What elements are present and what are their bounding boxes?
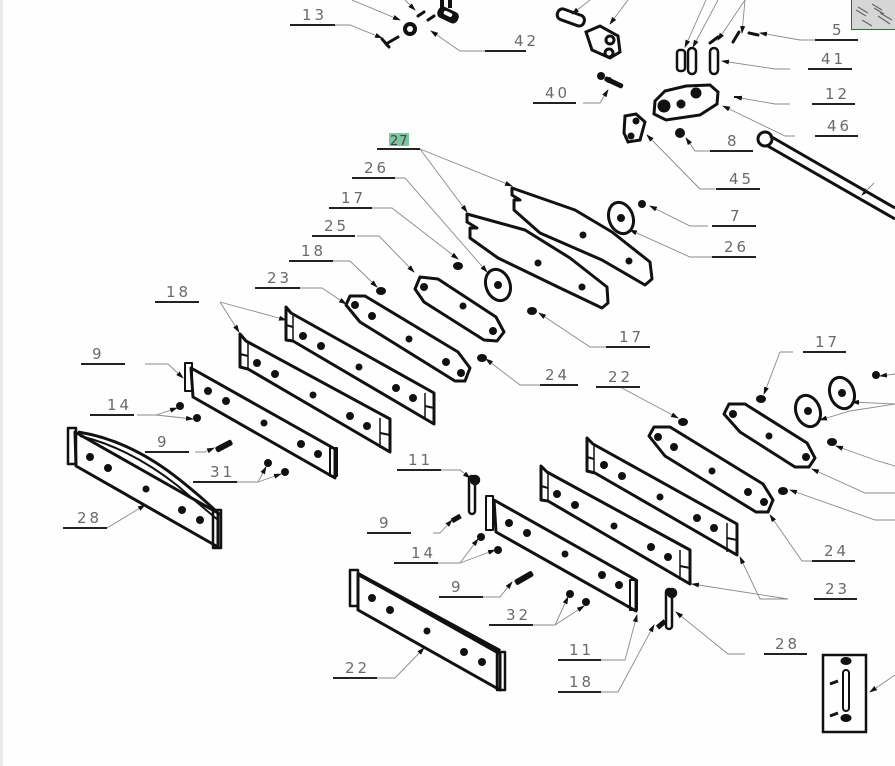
part-clevis-42 [437, 0, 459, 24]
overview-thumbnail[interactable] [851, 0, 895, 30]
callout-17[interactable]: 17 [341, 189, 366, 207]
part-plate-25 [413, 275, 506, 343]
part-disc-26b [606, 200, 636, 236]
part-bar-22-center [485, 495, 638, 613]
callout-17[interactable]: 17 [815, 333, 840, 351]
callout-9[interactable]: 14 [107, 396, 132, 414]
part-plate-24-left [344, 294, 472, 383]
part-nut-18-a [376, 287, 386, 295]
part-bar-23-left-back [284, 305, 436, 426]
diagram-canvas: 13 42 40 5 41 12 46 8 45 27 26 7 26 17 2… [3, 0, 895, 766]
viewer-left-edge [0, 0, 3, 766]
callout-7[interactable]: 7 [730, 207, 743, 225]
callout-27[interactable]: 27 [390, 134, 409, 149]
callout-18[interactable]: 22 [608, 368, 633, 386]
callout-26[interactable]: 26 [724, 238, 749, 256]
callout-25[interactable]: 25 [324, 217, 349, 235]
part-bolt-11-left [450, 513, 462, 524]
callout-22[interactable]: 9 [92, 345, 105, 363]
part-nut-17-mid [527, 307, 537, 315]
part-nut-8 [675, 128, 685, 138]
part-pivot-plate-46 [652, 83, 742, 122]
part-plate-24-right [647, 425, 775, 514]
callout-labels: 13 42 40 5 41 12 46 8 45 27 26 7 26 17 2… [77, 6, 852, 691]
callout-32[interactable]: 22 [345, 659, 370, 677]
callout-40[interactable]: 40 [545, 84, 570, 102]
callout-23[interactable]: 23 [825, 580, 850, 598]
callout-12[interactable]: 12 [825, 85, 850, 103]
part-bar-23-right-front [539, 464, 692, 586]
callout-13[interactable]: 13 [302, 6, 327, 24]
part-bolt-11-right [655, 619, 667, 630]
callout-17[interactable]: 17 [619, 328, 644, 346]
callout-14[interactable]: 9 [157, 433, 170, 451]
part-washer [403, 22, 417, 36]
part-pin-28-right [664, 587, 678, 631]
callout-22[interactable]: 11 [569, 641, 594, 659]
part-bar-23-left-front [238, 332, 392, 454]
part-pin-small [416, 10, 436, 22]
part-bolt-14-center [514, 571, 534, 585]
part-pin-28-left [467, 474, 481, 516]
callout-23[interactable]: 18 [166, 283, 191, 301]
callout-28[interactable]: 11 [408, 451, 433, 469]
callout-5[interactable]: 5 [832, 21, 845, 39]
part-nut-18-b [477, 354, 487, 362]
part-nut-17-upper [453, 262, 463, 270]
callout-41[interactable]: 41 [821, 50, 846, 68]
callout-24[interactable]: 24 [824, 542, 849, 560]
part-nuts-9-center [477, 533, 590, 606]
callout-45[interactable]: 45 [729, 170, 754, 188]
callout-9[interactable]: 32 [506, 606, 531, 624]
callout-8[interactable]: 8 [727, 132, 740, 150]
part-disc-26d [827, 375, 857, 411]
callout-31[interactable]: 28 [77, 509, 102, 527]
detail-inset [821, 653, 868, 734]
part-fitting-40 [597, 72, 624, 89]
part-bushing [675, 46, 720, 76]
part-bar-22-left [184, 362, 338, 480]
part-bracket-45 [622, 112, 647, 144]
exploded-parts-diagram: 13 42 40 5 41 12 46 8 45 27 26 7 26 17 2… [63, 0, 895, 734]
callout-42[interactable]: 42 [514, 32, 539, 50]
callout-11[interactable]: 18 [569, 673, 594, 691]
part-plate-25-right [722, 402, 817, 469]
thumbnail-preview-icon [855, 3, 893, 27]
callout-18[interactable]: 18 [301, 242, 326, 260]
part-bar-32 [348, 568, 507, 692]
part-nuts-9-left [176, 402, 289, 476]
callout-24[interactable]: 23 [267, 269, 292, 287]
part-bolt-14-left [215, 439, 233, 453]
leader-lines [106, 0, 895, 693]
callout-9[interactable]: 14 [411, 544, 436, 562]
part-yoke [584, 24, 622, 60]
callout-underlines [63, 24, 858, 693]
part-disc-26c [793, 393, 823, 429]
callout-46[interactable]: 46 [827, 117, 852, 135]
callout-14[interactable]: 9 [451, 578, 464, 596]
part-disc-26a [483, 267, 513, 303]
part-pin-link [555, 7, 586, 28]
part-pins-5 [708, 30, 760, 45]
callout-26[interactable]: 26 [364, 159, 389, 177]
highlight-box [389, 133, 409, 146]
callout-28[interactable]: 28 [775, 635, 800, 653]
part-blade-27-upper [510, 186, 654, 287]
part-blade-27-lower [465, 212, 610, 310]
callout-11[interactable]: 9 [379, 514, 392, 532]
part-nuts-right [678, 371, 880, 495]
part-rod [756, 130, 895, 221]
callout-18[interactable]: 24 [545, 366, 570, 384]
part-bar-31 [66, 426, 223, 550]
part-bolt-13 [380, 35, 400, 49]
part-bar-23-right-back [585, 436, 739, 557]
part-nut-7 [638, 200, 646, 208]
callout-9[interactable]: 31 [210, 463, 235, 481]
